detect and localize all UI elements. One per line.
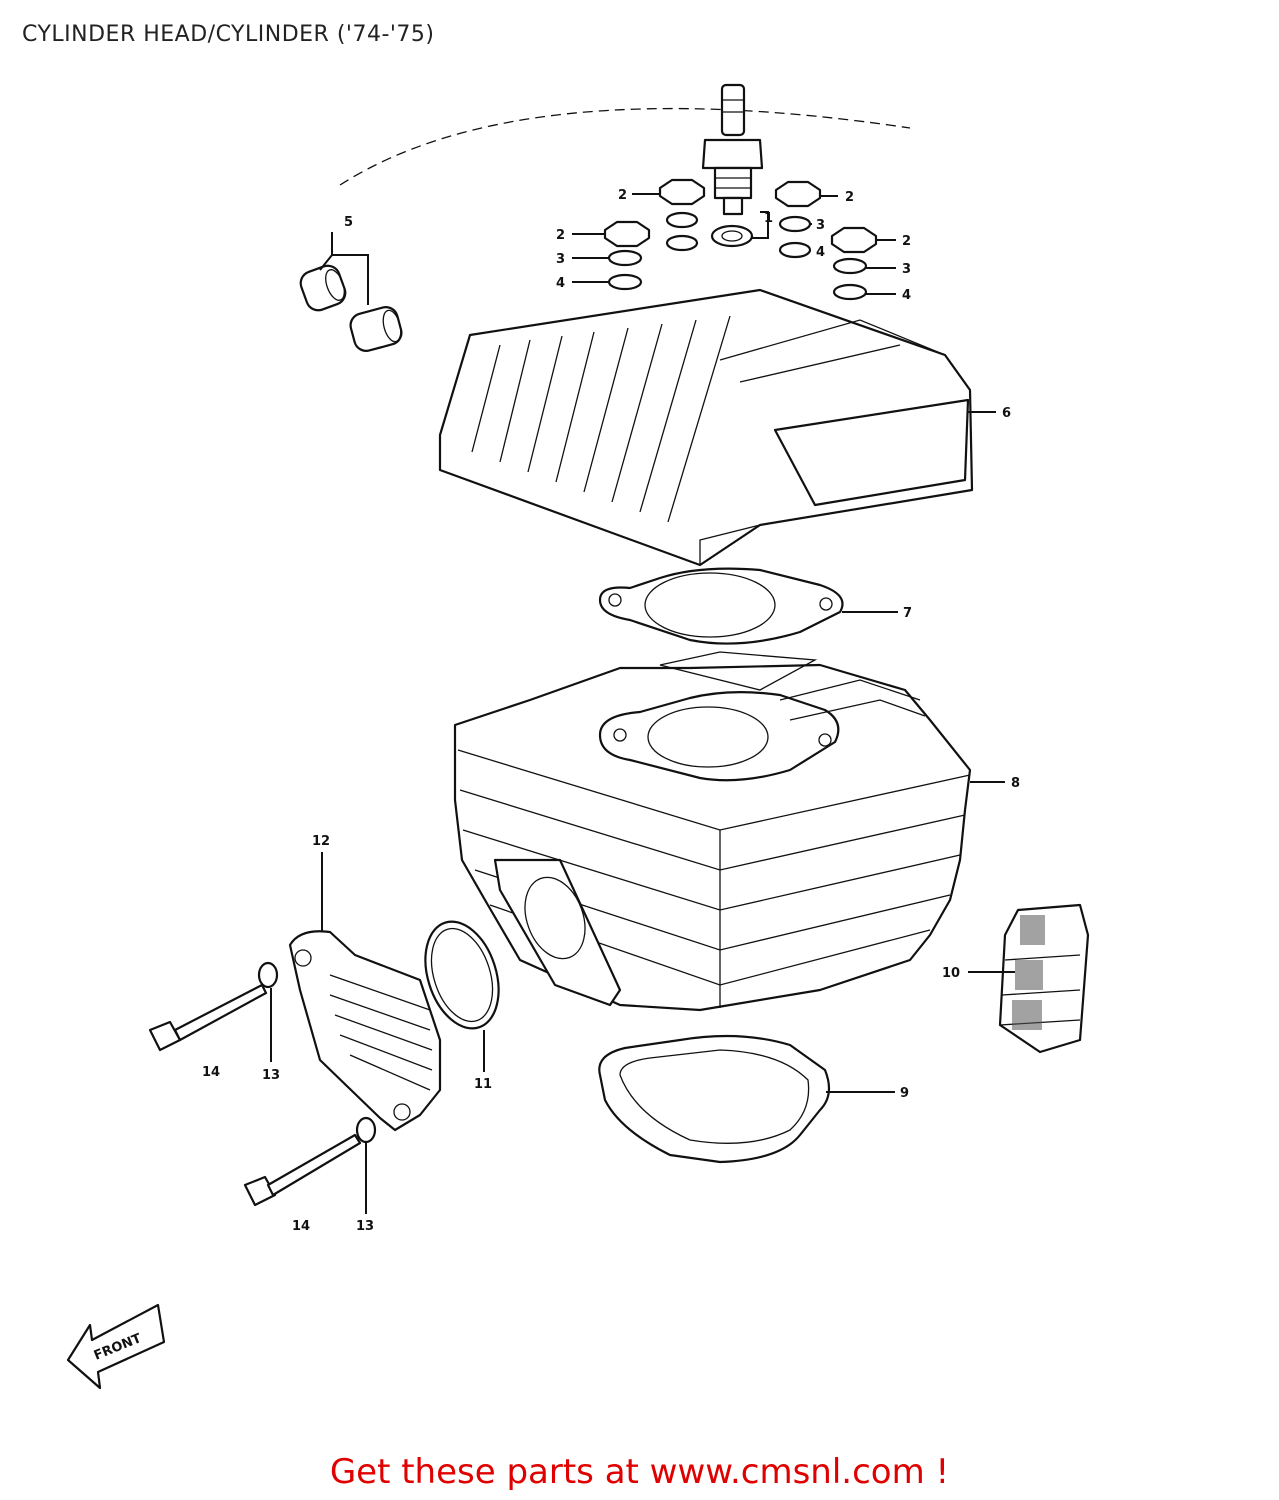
callout-4c: 4	[902, 288, 911, 303]
callout-1: 1	[764, 211, 773, 226]
promo-link[interactable]: Get these parts at www.cmsnl.com !	[329, 1452, 950, 1492]
frame-arc	[339, 107, 911, 186]
callout-2b: 2	[845, 190, 854, 205]
bolt-upper	[148, 983, 268, 1052]
callout-13a: 13	[262, 1068, 280, 1083]
callout-14b: 14	[292, 1219, 310, 1234]
callout-2d: 2	[902, 234, 911, 249]
callout-4a: 4	[556, 276, 565, 291]
base-gasket	[598, 1034, 831, 1164]
callout-13b: 13	[356, 1219, 374, 1234]
callout-8: 8	[1011, 776, 1020, 791]
washer-lower	[355, 1116, 377, 1144]
bolt-lower	[243, 1133, 362, 1207]
callout-5: 5	[344, 215, 353, 230]
callout-6: 6	[1002, 406, 1011, 421]
callout-4b: 4	[816, 245, 825, 260]
leader-lines	[270, 193, 1015, 1214]
cylinder-head	[438, 288, 974, 567]
head-gasket	[598, 567, 844, 645]
callout-3a: 3	[556, 252, 565, 267]
cylinder-block	[453, 651, 972, 1012]
dowel-bushings	[299, 264, 403, 352]
callout-12: 12	[312, 834, 330, 849]
front-arrow: FRONT	[66, 1303, 166, 1390]
washer-upper	[257, 961, 279, 989]
spark-plug	[701, 83, 764, 248]
nut-washer-stack-left	[603, 178, 706, 291]
page-title: CYLINDER HEAD/CYLINDER ('74-'75)	[22, 22, 435, 47]
callout-7: 7	[903, 606, 912, 621]
spacer-block	[998, 903, 1090, 1054]
callout-14a: 14	[202, 1065, 220, 1080]
callout-3c: 3	[902, 262, 911, 277]
callout-2a: 2	[618, 188, 627, 203]
callout-3b: 3	[816, 218, 825, 233]
callout-10: 10	[942, 966, 960, 981]
nut-washer-stack-right	[774, 180, 878, 301]
callout-2c: 2	[556, 228, 565, 243]
callout-9: 9	[900, 1086, 909, 1101]
intake-adapter	[288, 930, 442, 1132]
callout-11: 11	[474, 1077, 492, 1092]
